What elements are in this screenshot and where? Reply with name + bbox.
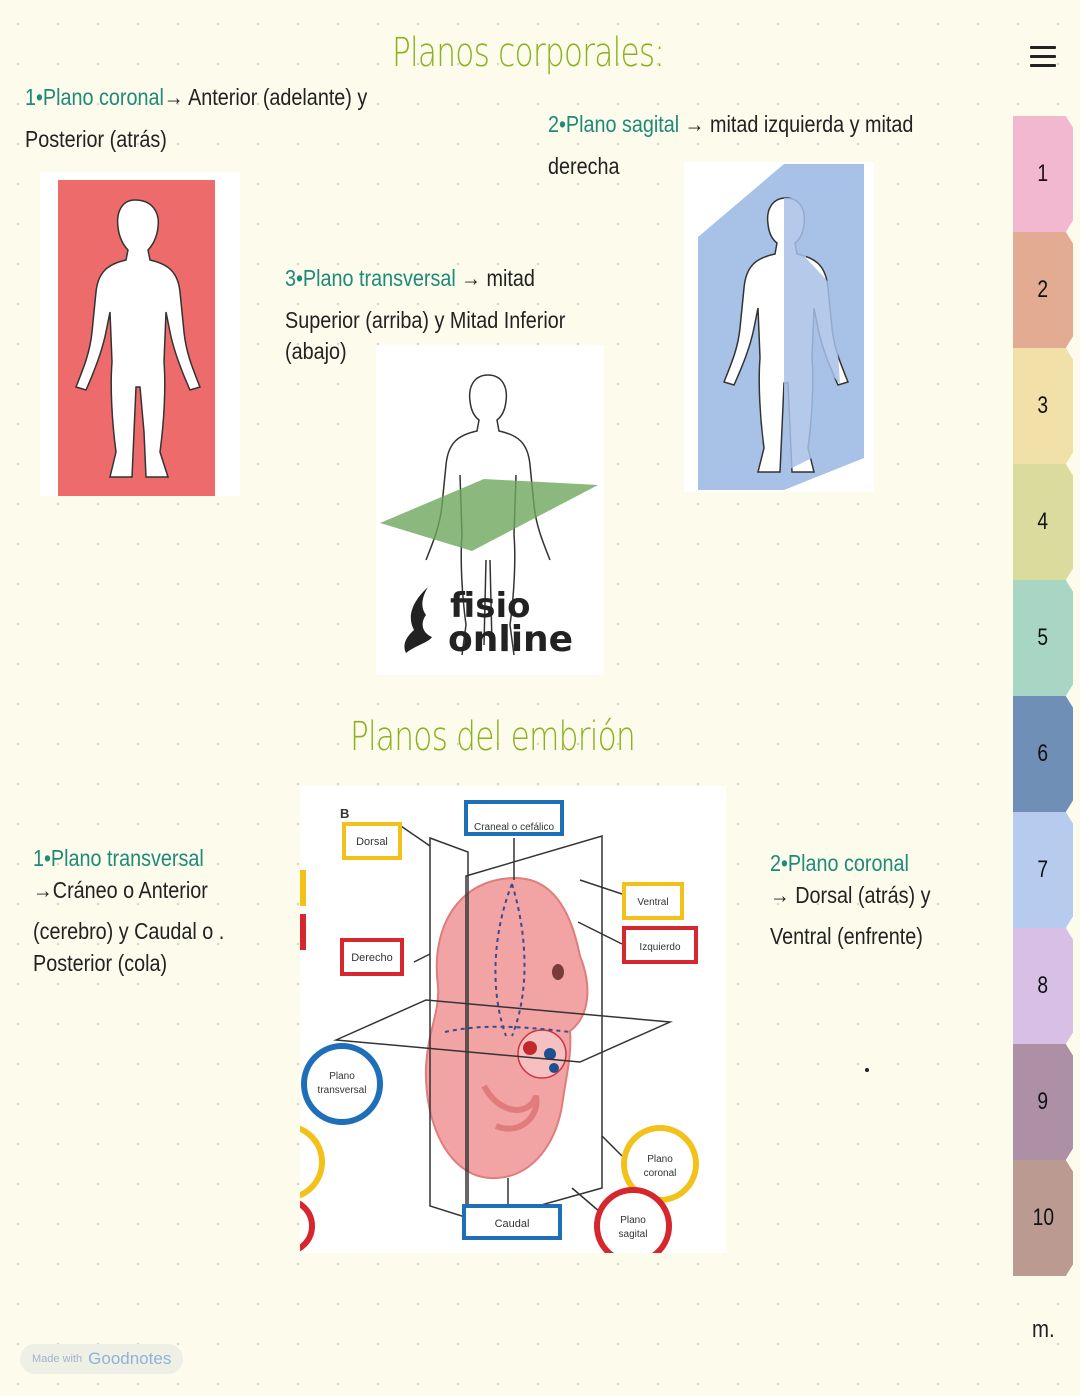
tab-3[interactable]: 3 — [1013, 348, 1073, 464]
tab-4-label: 4 — [1037, 508, 1049, 535]
circle-transversal-line1: Plano — [329, 1071, 355, 1082]
made-with-text: Made with — [32, 1353, 83, 1365]
tab-10[interactable]: 10 — [1013, 1160, 1073, 1276]
circle-sagital-line2: sagital — [619, 1229, 648, 1240]
transverse-plane-illustration: fisio online — [380, 374, 598, 660]
note-transverse-num: 3• — [285, 265, 303, 291]
note-sagittal-line1: → mitad izquierda y mitad — [679, 111, 914, 137]
label-box-dorsal — [342, 822, 402, 860]
sagittal-plane-figure — [684, 162, 874, 492]
transverse-plane-figure: fisio online — [376, 345, 604, 675]
tab-1[interactable]: 1 — [1013, 116, 1073, 232]
note-embryo-coronal: 2•Plano coronal → Dorsal (atrás) y Ventr… — [770, 846, 930, 955]
tab-9-label: 9 — [1037, 1088, 1049, 1115]
logo-text-online: online — [448, 619, 573, 660]
label-box-ventral — [622, 882, 684, 920]
circle-coronal-line1: Plano — [647, 1154, 673, 1165]
embryo-eye — [552, 964, 564, 980]
note-embryo-coronal-line1: → Dorsal (atrás) y — [770, 881, 931, 908]
tab-8[interactable]: 8 — [1013, 928, 1073, 1044]
page-title: Planos corporales: — [392, 30, 665, 76]
note-transverse-line2: Superior (arriba) y Mitad Inferior — [285, 306, 566, 333]
label-box-craneal — [464, 800, 564, 836]
note-coronal-line1: → Anterior (adelante) y — [163, 84, 368, 110]
label-box-derecho — [340, 938, 404, 976]
stray-dot — [865, 1068, 869, 1072]
embryo-planes-figure: B Dorsal Craneal o cefálico Ventral Izqu… — [300, 786, 726, 1253]
note-embryo-transverse-num: 1• — [33, 845, 51, 871]
tab-3-label: 3 — [1037, 392, 1049, 419]
more-tabs-link[interactable]: m. — [1030, 1316, 1057, 1344]
tab-8-label: 8 — [1037, 972, 1049, 999]
note-transverse: 3•Plano transversal → mitad Superior (ar… — [285, 261, 565, 370]
note-embryo-transverse-line1: →Cráneo o Anterior — [33, 876, 208, 903]
goodnotes-brand: Goodnotes — [88, 1349, 172, 1368]
coronal-plane-figure — [40, 172, 240, 496]
circle-coronal-line2: coronal — [644, 1168, 677, 1179]
embryo-section-title: Planos del embrión — [350, 714, 636, 760]
note-coronal-name: Plano coronal — [42, 84, 164, 110]
tab-9[interactable]: 9 — [1013, 1044, 1073, 1160]
label-box-izquierdo — [622, 926, 698, 964]
note-embryo-transverse-line2: (cerebro) y Caudal o . — [33, 918, 225, 945]
label-craneal: Craneal o cefálico — [474, 822, 554, 833]
more-tabs-label: m. — [1032, 1316, 1055, 1343]
fisio-online-logo: fisio online — [404, 586, 573, 660]
note-coronal: 1•Plano coronal→ Anterior (adelante) y P… — [25, 80, 367, 157]
figure-letter: B — [340, 806, 349, 821]
note-sagittal-name: Plano sagital — [565, 111, 680, 137]
circle-plano-sagital — [594, 1187, 672, 1253]
note-embryo-coronal-line2: Ventral (enfrente) — [770, 923, 923, 950]
tab-4[interactable]: 4 — [1013, 464, 1073, 580]
note-coronal-line2: Posterior (atrás) — [25, 125, 167, 152]
note-transverse-line3: (abajo) — [285, 338, 347, 365]
label-ventral: Ventral — [637, 897, 668, 908]
note-transverse-name: Plano transversal — [302, 265, 456, 291]
tab-7-label: 7 — [1037, 856, 1049, 883]
note-sagittal-num: 2• — [548, 111, 566, 137]
label-caudal: Caudal — [495, 1218, 530, 1230]
tab-5[interactable]: 5 — [1013, 580, 1073, 696]
tab-2-label: 2 — [1037, 276, 1049, 303]
tab-6[interactable]: 6 — [1013, 696, 1073, 812]
note-transverse-line1: → mitad — [455, 265, 535, 291]
label-izquierdo: Izquierdo — [639, 942, 681, 953]
tab-10-label: 10 — [1032, 1204, 1054, 1231]
coronal-plane-illustration — [58, 180, 215, 496]
circle-sagital-line1: Plano — [620, 1215, 646, 1226]
logo-text-fisio: fisio — [450, 586, 530, 626]
note-sagittal-line2: derecha — [548, 152, 620, 179]
embryo-planes-illustration: B Dorsal Craneal o cefálico Ventral Izqu… — [300, 800, 699, 1253]
circle-plano-transversal — [301, 1043, 383, 1125]
sagittal-plane-illustration — [698, 164, 864, 490]
tab-1-label: 1 — [1037, 160, 1049, 187]
label-derecho: Derecho — [351, 952, 393, 964]
note-embryo-transverse: 1•Plano transversal →Cráneo o Anterior (… — [33, 841, 224, 982]
circle-transversal-line2: transversal — [318, 1085, 367, 1096]
label-box-caudal — [462, 1204, 562, 1240]
note-embryo-coronal-name: Plano coronal — [787, 850, 909, 876]
menu-icon[interactable] — [1030, 46, 1056, 73]
note-coronal-num: 1• — [25, 84, 43, 110]
tab-6-label: 6 — [1037, 740, 1049, 767]
note-embryo-transverse-name: Plano transversal — [50, 845, 204, 871]
tab-7[interactable]: 7 — [1013, 812, 1073, 928]
note-embryo-coronal-num: 2• — [770, 850, 788, 876]
note-sagittal: 2•Plano sagital → mitad izquierda y mita… — [548, 107, 913, 184]
note-embryo-transverse-line3: Posterior (cola) — [33, 949, 168, 976]
tab-5-label: 5 — [1037, 624, 1049, 651]
tab-2[interactable]: 2 — [1013, 232, 1073, 348]
label-dorsal: Dorsal — [356, 836, 388, 848]
goodnotes-badge: Made with Goodnotes — [20, 1344, 184, 1374]
